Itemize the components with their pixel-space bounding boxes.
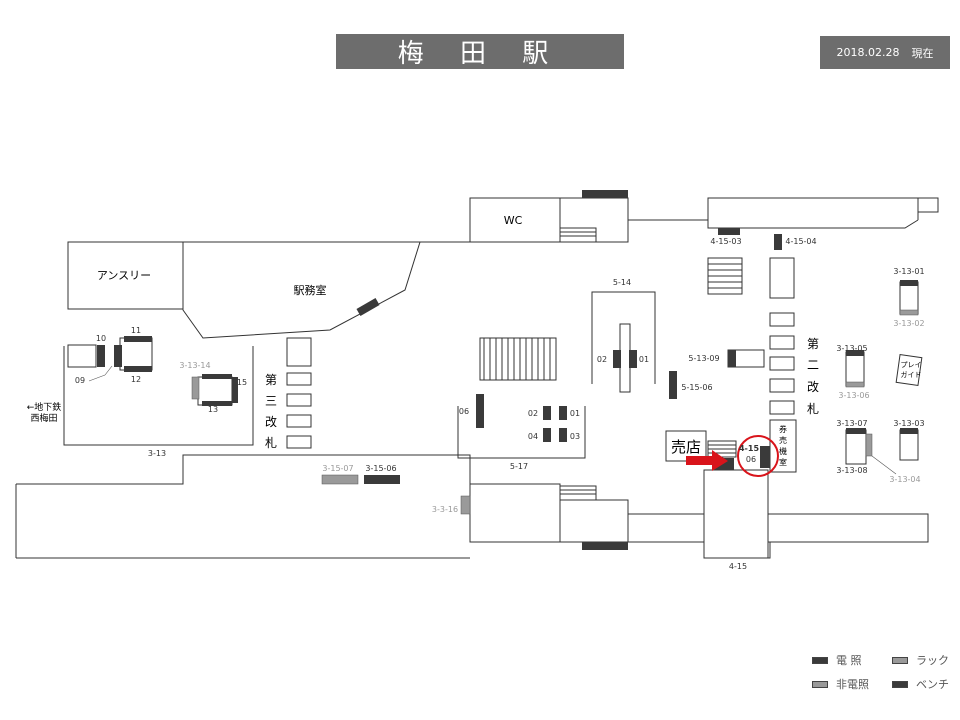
code-15: 15 bbox=[237, 378, 247, 387]
date-badge: 2018.02.28 現在 bbox=[820, 36, 950, 69]
legend-rack-label: ラック bbox=[916, 654, 949, 667]
code-3-13-07: 3-13-07 bbox=[836, 419, 867, 428]
code-3-13-06: 3-13-06 bbox=[838, 391, 869, 400]
code-5-15-06: 5-15-06 bbox=[681, 383, 712, 392]
code-3-13-02: 3-13-02 bbox=[893, 319, 924, 328]
code-4-15-bottom: 4-15 bbox=[729, 562, 747, 571]
code-3-15-07: 3-15-07 bbox=[322, 464, 353, 473]
legend-lit-label: 電 照 bbox=[836, 654, 862, 667]
walls bbox=[15, 197, 939, 559]
code-11: 11 bbox=[131, 326, 141, 335]
code-3-13-01: 3-13-01 bbox=[893, 267, 924, 276]
legend-rack: ラック bbox=[892, 652, 949, 668]
code-3-3-16: 3-3-16 bbox=[432, 505, 458, 514]
gate2-1: 第 bbox=[807, 337, 819, 351]
exit-label-line1: ←地下鉄 bbox=[27, 401, 62, 413]
kenbai-2: 売 bbox=[779, 435, 787, 445]
legend-unlit-label: 非電照 bbox=[836, 678, 869, 691]
kenbai-4: 室 bbox=[779, 457, 787, 467]
code-4-15-04: 4-15-04 bbox=[785, 237, 816, 246]
code-03: 03 bbox=[570, 432, 580, 441]
gate2-2: 二 bbox=[807, 358, 819, 372]
wc-label: WC bbox=[504, 214, 523, 227]
gate3-3: 改 bbox=[265, 415, 277, 429]
code-4-15-03: 4-15-03 bbox=[710, 237, 741, 246]
ekimu-label: 駅務室 bbox=[294, 283, 327, 297]
gate3-4: 札 bbox=[265, 436, 277, 450]
gate2-3: 改 bbox=[807, 380, 819, 394]
code-01a: 01 bbox=[639, 355, 649, 364]
code-3-13-05: 3-13-05 bbox=[836, 344, 867, 353]
code-3-13-08: 3-13-08 bbox=[836, 466, 867, 475]
code-12: 12 bbox=[131, 375, 141, 384]
code-3-13-04: 3-13-04 bbox=[889, 475, 920, 484]
code-02a: 02 bbox=[597, 355, 607, 364]
date-suffix: 現在 bbox=[911, 46, 934, 60]
code-5-17: 5-17 bbox=[510, 462, 528, 471]
legend-bench: ベンチ bbox=[892, 676, 949, 692]
legend-rack-swatch bbox=[892, 656, 908, 664]
code-10: 10 bbox=[96, 334, 106, 343]
code-3-15-06: 3-15-06 bbox=[365, 464, 396, 473]
leader-lines bbox=[88, 365, 897, 475]
legend-lit-swatch bbox=[812, 656, 828, 664]
ad-codes: 10 11 09 12 3-13-14 15 13 3-13 3-15-07 3… bbox=[75, 237, 925, 571]
code-3-13-14: 3-13-14 bbox=[179, 361, 210, 370]
code-5-14: 5-14 bbox=[613, 278, 631, 287]
code-5-13-09: 5-13-09 bbox=[688, 354, 719, 363]
highlight-circle bbox=[737, 435, 779, 477]
legend-unlit: 非電照 bbox=[812, 676, 869, 692]
ansuri-label: アンスリー bbox=[97, 269, 151, 282]
highlight-arrow bbox=[686, 450, 728, 471]
code-06a: 06 bbox=[459, 407, 469, 416]
date-text: 2018.02.28 bbox=[836, 46, 900, 59]
station-title: 梅 田 駅 bbox=[336, 34, 624, 69]
code-3-13: 3-13 bbox=[148, 449, 166, 458]
code-02b: 02 bbox=[528, 409, 538, 418]
code-04: 04 bbox=[528, 432, 538, 441]
code-09: 09 bbox=[75, 376, 85, 385]
lit-panels bbox=[97, 190, 918, 550]
code-13: 13 bbox=[208, 405, 218, 414]
playguide-2: ガイド bbox=[901, 370, 922, 379]
code-4-15: 4-15 bbox=[739, 444, 759, 453]
code-06-red: 06 bbox=[746, 455, 756, 464]
ticket-gates bbox=[286, 312, 795, 449]
kenbai-1: 券 bbox=[779, 424, 787, 434]
code-01b: 01 bbox=[570, 409, 580, 418]
legend-lit: 電 照 bbox=[812, 652, 862, 668]
legend-bench-label: ベンチ bbox=[916, 678, 949, 691]
unlit-panels bbox=[191, 309, 919, 515]
legend-bench-swatch bbox=[892, 680, 908, 688]
kenbai-3: 機 bbox=[779, 446, 787, 456]
baiten-label: 売店 bbox=[671, 438, 701, 456]
legend-unlit-swatch bbox=[812, 680, 828, 688]
ad-frames bbox=[67, 281, 923, 465]
gate3-1: 第 bbox=[265, 373, 277, 387]
code-3-13-03: 3-13-03 bbox=[893, 419, 924, 428]
gate2-4: 札 bbox=[807, 402, 819, 416]
exit-label-line2: 西梅田 bbox=[30, 412, 57, 424]
gate3-2: 三 bbox=[265, 394, 277, 408]
playguide-1: プレイ bbox=[901, 361, 922, 369]
